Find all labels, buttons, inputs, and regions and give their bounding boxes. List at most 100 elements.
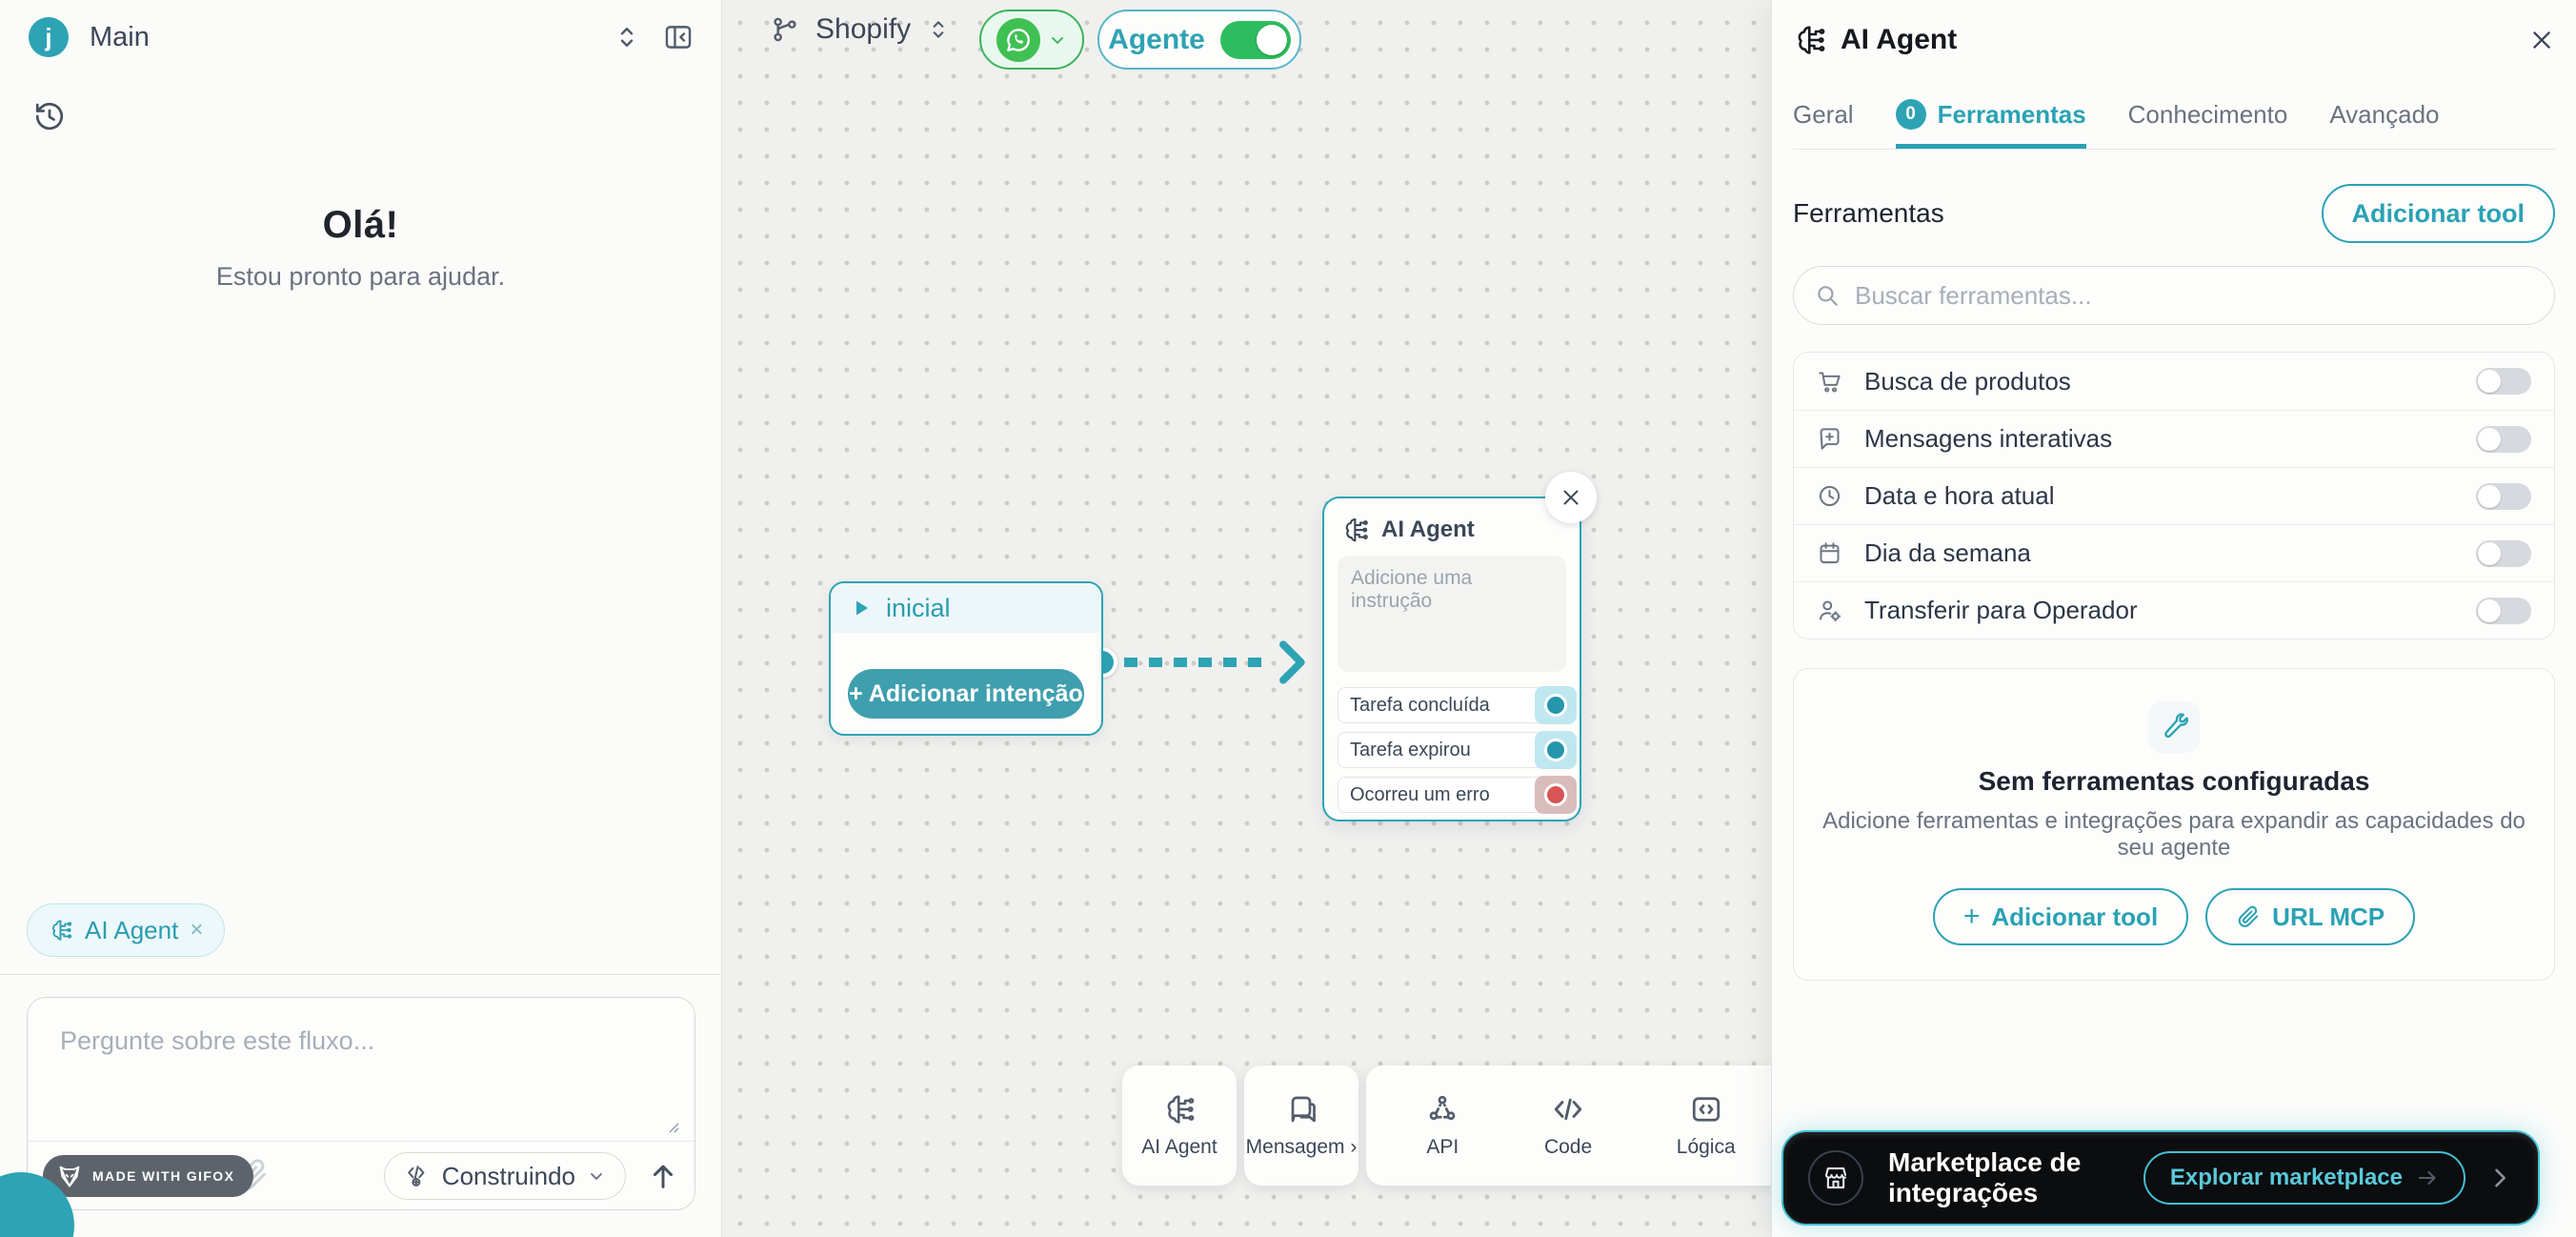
palette-item-api[interactable]: API <box>1425 1092 1459 1159</box>
tool-toggle[interactable] <box>2476 597 2531 624</box>
chevron-down-icon <box>1048 30 1067 50</box>
close-panel-button[interactable] <box>2528 27 2555 53</box>
chevron-updown-icon <box>926 17 951 42</box>
chevron-right-icon[interactable] <box>2486 1165 2513 1191</box>
tool-toggle[interactable] <box>2476 482 2531 510</box>
output-row-error[interactable]: Ocorreu um erro <box>1338 776 1577 814</box>
context-chip-ai-agent[interactable]: AI Agent × <box>27 903 226 957</box>
search-icon <box>1815 283 1840 308</box>
person-gear-icon <box>1817 598 1849 623</box>
branch-icon <box>770 14 800 45</box>
collapse-panel-icon[interactable] <box>662 21 694 53</box>
chip-close-icon[interactable]: × <box>190 917 204 943</box>
brain-circuit-icon <box>49 918 73 943</box>
palette-item-label: Lógica <box>1676 1136 1736 1158</box>
panel-title: Main <box>90 21 150 52</box>
tool-label: Mensagens interativas <box>1864 424 2113 453</box>
instruction-placeholder[interactable]: Adicione uma instrução <box>1338 556 1566 672</box>
tool-label: Dia da semana <box>1864 538 2031 567</box>
tab-ferramentas[interactable]: 0 Ferramentas <box>1895 99 2086 149</box>
tab-label: Ferramentas <box>1937 99 2086 129</box>
palette-item-logica[interactable]: Lógica <box>1677 1092 1736 1159</box>
composer-input[interactable]: Pergunte sobre este fluxo... <box>60 1026 375 1055</box>
add-tool-button[interactable]: Adicionar tool <box>2321 184 2555 243</box>
plus-icon: + <box>1962 901 1981 932</box>
palette-card-group: API Code Lógica <box>1366 1065 1795 1186</box>
palette-item-label: Code <box>1543 1136 1593 1158</box>
output-label: Tarefa expirou <box>1350 740 1471 760</box>
history-button[interactable] <box>32 99 721 133</box>
output-port[interactable] <box>1535 731 1577 769</box>
tab-geral[interactable]: Geral <box>1793 99 1854 129</box>
empty-state-card: Sem ferramentas configuradas Adicione fe… <box>1793 668 2555 981</box>
tool-row-mensagens-interativas[interactable]: Mensagens interativas <box>1794 410 2554 467</box>
brain-circuit-icon <box>1162 1092 1197 1126</box>
panel-title: AI Agent <box>1841 24 1958 55</box>
node-inicial-title: inicial <box>886 593 951 622</box>
whatsapp-channel-button[interactable] <box>979 10 1084 70</box>
flow-selector-label: Shopify <box>815 13 912 45</box>
output-label: Ocorreu um erro <box>1350 784 1490 805</box>
output-label: Tarefa concluída <box>1350 695 1490 716</box>
greeting-subtitle: Estou pronto para ajudar. <box>215 262 506 291</box>
explore-marketplace-button[interactable]: Explorar marketplace <box>2143 1151 2465 1205</box>
output-port[interactable] <box>1535 776 1577 814</box>
add-tool-button-secondary[interactable]: + Adicionar tool <box>1932 888 2189 945</box>
send-button[interactable] <box>647 1160 679 1192</box>
tab-avancado[interactable]: Avançado <box>2329 99 2440 129</box>
palette-item-label: API <box>1426 1136 1459 1158</box>
tool-row-busca-produtos[interactable]: Busca de produtos <box>1794 353 2554 410</box>
agent-toggle-switch[interactable] <box>1219 20 1291 59</box>
resize-handle-icon[interactable] <box>662 1116 681 1135</box>
palette-card-ai-agent[interactable]: AI Agent <box>1122 1065 1237 1186</box>
clock-icon <box>1817 483 1849 509</box>
wrench-icon <box>2148 701 2200 753</box>
marketplace-banner[interactable]: Marketplace de integrações Explorar mark… <box>1781 1130 2540 1226</box>
store-icon <box>1808 1150 1863 1206</box>
node-close-button[interactable] <box>1545 472 1597 523</box>
tab-bar: Geral 0 Ferramentas Conhecimento Avançad… <box>1793 99 2555 150</box>
tool-row-data-hora[interactable]: Data e hora atual <box>1794 467 2554 524</box>
fox-logo-icon <box>56 1163 83 1189</box>
sort-selector-icon[interactable] <box>613 23 641 51</box>
tool-toggle[interactable] <box>2476 368 2531 395</box>
toggle-knob <box>1256 24 1287 55</box>
marketplace-title: Marketplace de integrações <box>1888 1147 2082 1207</box>
output-row-task-expired[interactable]: Tarefa expirou <box>1338 731 1577 769</box>
chevron-down-icon <box>587 1166 606 1186</box>
tool-row-dia-semana[interactable]: Dia da semana <box>1794 524 2554 581</box>
toggle-knob <box>2478 484 2501 508</box>
output-port[interactable] <box>1535 686 1577 724</box>
button-label: Adicionar tool <box>1991 902 2159 931</box>
palette-card-mensagem[interactable]: Mensagem › <box>1244 1065 1358 1186</box>
node-inicial[interactable]: inicial + Adicionar intenção <box>829 581 1103 736</box>
tools-list: Busca de produtos Mensagens interativas … <box>1793 352 2555 639</box>
calendar-icon <box>1817 540 1849 566</box>
flow-selector[interactable]: Shopify <box>770 13 951 46</box>
made-with-gifox-badge: MADE WITH GIFOX <box>43 1155 254 1197</box>
agent-toggle-pill[interactable]: Agente <box>1097 10 1301 70</box>
search-tools-input[interactable]: Buscar ferramentas... <box>1793 266 2555 325</box>
add-intent-button[interactable]: + Adicionar intenção <box>848 669 1084 719</box>
flow-edge <box>1124 658 1265 667</box>
status-dropdown[interactable]: Construindo <box>383 1152 626 1200</box>
toggle-knob <box>2478 427 2501 451</box>
palette-item-code[interactable]: Code <box>1544 1092 1592 1159</box>
arrow-right-icon <box>2416 1166 2439 1189</box>
palette-item-label: AI Agent <box>1141 1136 1218 1158</box>
tool-row-transferir-operador[interactable]: Transferir para Operador <box>1794 581 2554 639</box>
ai-agent-config-panel: AI Agent Geral 0 Ferramentas Conheciment… <box>1771 0 2576 1237</box>
play-icon <box>850 597 873 619</box>
url-mcp-button[interactable]: URL MCP <box>2205 888 2416 945</box>
toggle-knob <box>2478 598 2501 622</box>
node-ai-agent[interactable]: AI Agent Adicione uma instrução Tarefa c… <box>1322 472 1597 821</box>
brain-circuit-icon <box>1341 516 1370 544</box>
tool-toggle[interactable] <box>2476 425 2531 453</box>
output-row-task-done[interactable]: Tarefa concluída <box>1338 686 1577 724</box>
tab-conhecimento[interactable]: Conhecimento <box>2127 99 2288 129</box>
tool-toggle[interactable] <box>2476 539 2531 567</box>
badge-label: MADE WITH GIFOX <box>92 1168 235 1184</box>
greeting: Olá! Estou pronto para ajudar. <box>0 204 721 292</box>
divider <box>0 974 721 975</box>
